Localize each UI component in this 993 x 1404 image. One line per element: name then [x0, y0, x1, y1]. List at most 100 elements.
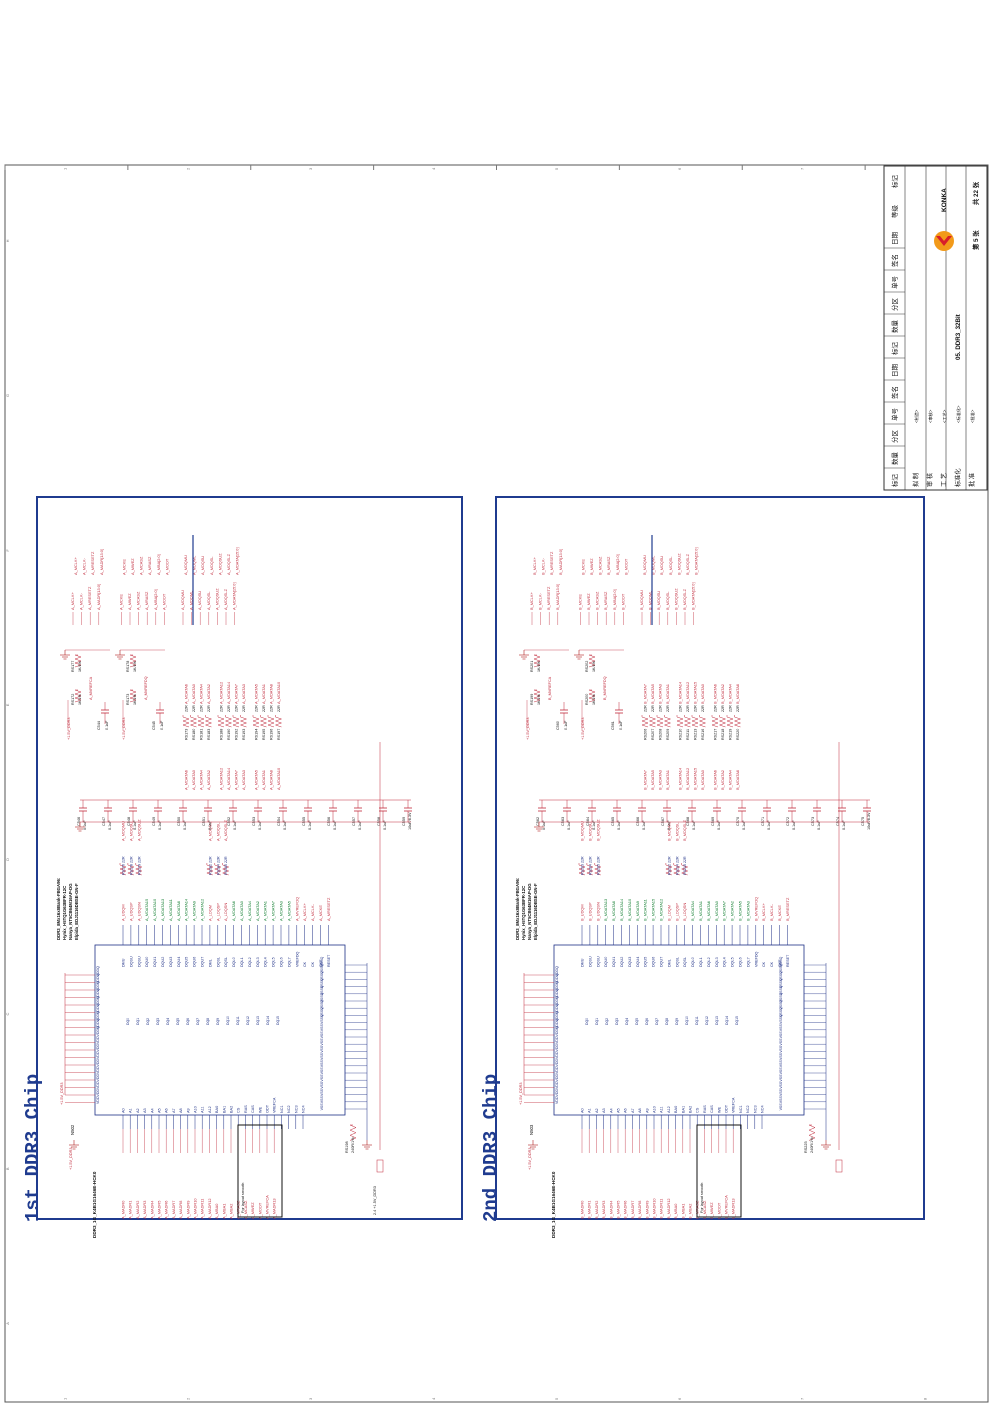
series-resistor: RS212 22R	[667, 856, 671, 875]
bypass-cap-ref: C557	[352, 817, 356, 826]
pin-name: DQSU	[129, 956, 133, 967]
konka-logo-icon	[936, 236, 952, 246]
chip2-schematic: DDR3_8Mx16x8Bank-FBGA96:Hynix_H5TQ1G63BF…	[515, 535, 871, 1238]
bus-net-label: A_MCLK-	[79, 592, 84, 610]
dq-resistor-ref: RS210	[679, 729, 683, 740]
series-resistor: RS182 22R	[208, 856, 212, 875]
title-role-value: <审核>	[927, 409, 934, 423]
title-header-cell: 数量	[890, 452, 899, 466]
pin-name: DQL4	[723, 957, 727, 967]
resistor-icon	[252, 715, 260, 728]
address-net-label: B_MADR13	[731, 1198, 736, 1219]
ic-body	[553, 944, 805, 1116]
dqs-net-label: B_MDQSUZ	[595, 819, 600, 841]
resistor-icon	[135, 863, 143, 876]
vref-res-ref: RS200	[585, 694, 589, 705]
bypass-cap-value: 0.1uF	[308, 820, 312, 830]
bypass-cap-ref: C568	[686, 817, 690, 826]
address-net-label: A_MADR6	[164, 1201, 169, 1219]
ic-part-number: DDR3_1G_K4B1G1646E-HCK0	[551, 1171, 556, 1238]
resistor-icon	[129, 689, 137, 703]
pin-name: A10	[653, 1106, 657, 1113]
pin-name: VREFCA	[273, 1097, 277, 1113]
pin-name: A4	[150, 1108, 154, 1113]
title-header-cell: 日期	[891, 232, 899, 246]
resistor-icon	[127, 863, 135, 876]
vref-cap-ref: C560	[556, 721, 560, 730]
dq-net-in: A_MDATA10	[276, 767, 281, 790]
bus-net-label: A_MRESETZ	[87, 586, 92, 610]
dq-pin: DQ7	[655, 1018, 659, 1025]
address-net-label: A_MADR5	[157, 1201, 162, 1219]
rail-label: +1.5V_DDR3	[122, 718, 126, 740]
dq-net-in: A_MDATA3	[241, 770, 246, 790]
bus-net-label: A_MRASZ	[144, 591, 149, 610]
bus-net-label: A_MDQSLZ	[223, 588, 228, 610]
bus-net-label: A_MADR[13:0]	[96, 584, 101, 610]
resistor-icon	[74, 654, 82, 668]
bus-net-label: B_MWEZ	[586, 593, 591, 610]
vdd-pin: VDD	[96, 1074, 100, 1082]
resistor-icon	[733, 715, 742, 728]
bus-net-out: B_MDATA[15:0]	[694, 547, 699, 575]
pin-name: RAS	[244, 1105, 248, 1113]
bypass-cap-value: 10uF/6.3V	[867, 812, 871, 830]
pin-name: NC3	[753, 1105, 757, 1113]
bypass-cap-value: 0.1uF	[742, 820, 746, 830]
pin-name: BA2	[230, 1106, 234, 1113]
resistor-icon	[673, 863, 681, 876]
vss-pin: VSS	[320, 1045, 324, 1053]
data-net-label: B_MDATA1	[698, 901, 703, 921]
dq-net-out: B_MDATA3	[658, 684, 663, 704]
pin-name: CK	[770, 961, 774, 967]
dqs-net-label: B_MDQSL	[674, 822, 679, 841]
vdd-pin: VDDQ	[96, 988, 100, 999]
pin-name: CAS	[251, 1105, 255, 1113]
vdd-pin: VDD	[96, 1044, 100, 1052]
title-header-cell: 单号	[890, 276, 899, 290]
dq-net-in: B_MDATA8	[735, 770, 740, 790]
dq-pin: DQ13	[256, 1016, 260, 1025]
zq-res-ref: RS198	[345, 1141, 349, 1153]
dq-net-in: B_MDATA15	[693, 768, 698, 790]
address-net-label: B_MVREFCA	[724, 1195, 729, 1219]
address-net-label: A_MVREFCA	[265, 1195, 270, 1219]
dq-resistor-ref: RS181	[200, 729, 204, 740]
border-number: 2	[185, 1397, 190, 1400]
pin-name: A0	[581, 1108, 585, 1113]
data-net-label: A_MDATA15	[144, 899, 149, 921]
data-net-label: B_MDATA15	[651, 899, 656, 921]
vref-res-value: 1K/1%	[78, 693, 82, 705]
title-block-frame	[883, 165, 988, 491]
mark-label: 标记	[890, 175, 899, 189]
dq-resistor-ref: RS208	[659, 729, 663, 740]
pin-name: DQSL	[683, 957, 687, 967]
pin-name: A1	[588, 1108, 592, 1113]
resistor-icon	[217, 715, 225, 728]
dq-resistor-value: 22R	[192, 705, 196, 712]
bus-net-out: B_MCLK+	[532, 556, 537, 575]
bypass-cap-value: 0.1uF	[592, 820, 596, 830]
address-net-label: B_MODT	[716, 1202, 721, 1219]
dq-resistor-value: 22R	[679, 705, 683, 712]
dq-net-out: A_MDATA7	[234, 684, 239, 704]
pin-name: BA0	[674, 1106, 678, 1113]
address-net-label: A_MADR11	[200, 1199, 205, 1219]
dq-net-in: A_MDATA1	[261, 770, 266, 790]
address-net-label: A_MBA0	[214, 1203, 219, 1219]
address-net-label: B_MBA2	[688, 1204, 693, 1219]
title-header-cell: 数量	[890, 320, 899, 334]
pin-name: DML	[667, 959, 671, 967]
control-net-label: B_MVREFDQ	[753, 897, 758, 921]
pin-name: ODT	[266, 1104, 270, 1113]
bus-net-out: B_MDQML	[651, 555, 656, 575]
dq-net-out: B_MDATA8	[735, 684, 740, 704]
dq-resistor-value: 22R	[736, 705, 740, 712]
dq-pin: DQ4	[625, 1018, 629, 1025]
vdd-pin: VDD	[96, 1081, 100, 1089]
bus-net-out: A_MCASZ	[139, 556, 144, 575]
vss-pin: VSS	[320, 1024, 324, 1032]
data-net-label: A_MDATA1	[263, 901, 268, 921]
bus-net-out: B_MCLK-	[541, 557, 546, 575]
